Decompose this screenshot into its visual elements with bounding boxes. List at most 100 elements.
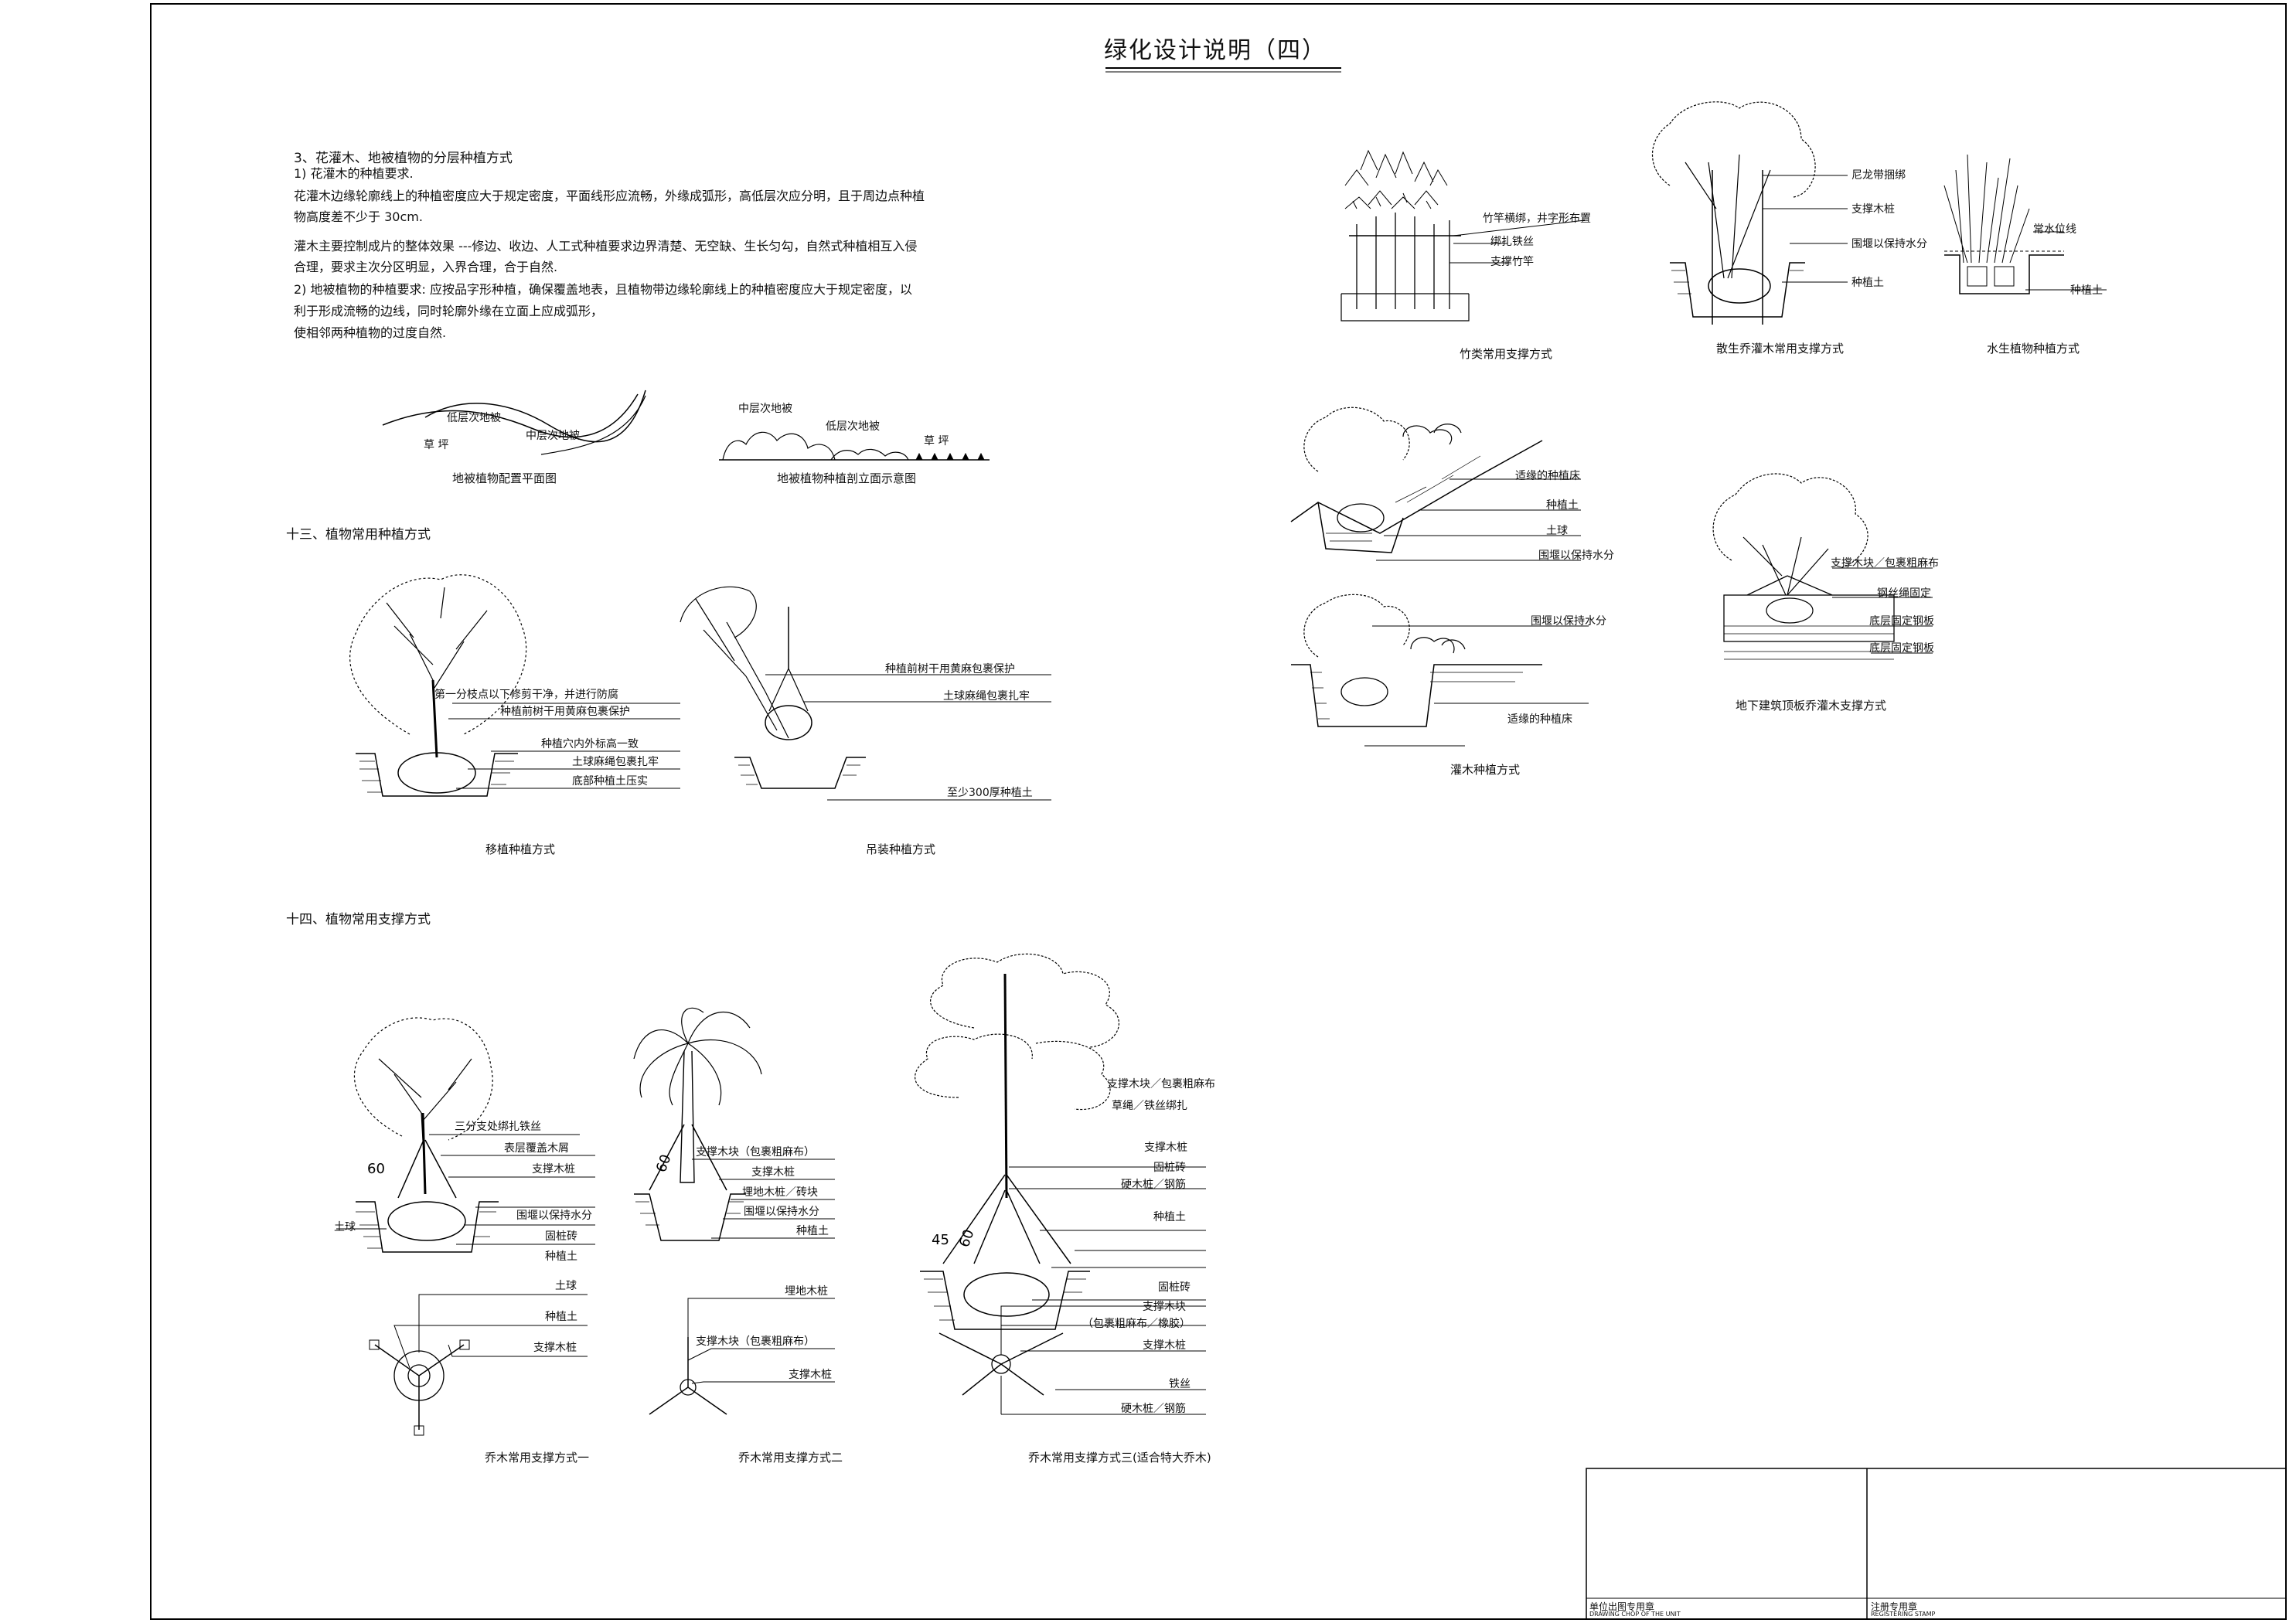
hoisting-label-1: 种植前树干用黄麻包裹保护 [885,663,1015,675]
m3-plan-label-6: 硬木桩／钢筋 [1121,1403,1186,1415]
transplant-label-3: 种植穴内外标高一致 [541,738,639,750]
shrub-label-top-1: 适缘的种植床 [1515,470,1580,482]
m1-label-4: 围堰以保持水分 [516,1210,592,1222]
hoisting-label-3: 至少300厚种植土 [947,787,1033,799]
m2-label-2: 支撑木桩 [751,1166,795,1179]
m2-plan-label-2: 支撑木块（包裹粗麻布） [696,1335,815,1348]
bamboo-label-2: 绑扎铁丝 [1490,236,1534,248]
m3-label-4: 固桩砖 [1153,1162,1186,1174]
m2-plan-label-1: 埋地木桩 [785,1285,828,1298]
m1-label-3: 支撑木桩 [532,1163,575,1176]
support-method3-figure: 45 60 [915,953,1206,1415]
bamboo-caption: 竹类常用支撑方式 [1460,347,1553,361]
m3-plan-label-1: 固桩砖 [1158,1281,1191,1294]
basement-label-3: 底层固定钢板 [1869,615,1934,628]
section13-heading: 十三、植物常用种植方式 [286,527,431,543]
cluster-label-4: 种植土 [1851,277,1884,289]
svg-text:60: 60 [367,1161,385,1177]
m2-label-5: 种植土 [796,1225,829,1237]
section3-line-5: 合理，要求主次分区明显，入界合理，合于自然. [294,260,558,274]
section3-line-3: 物高度差不少于 30cm. [294,209,423,224]
elevation-label-lawn: 草 坪 [924,435,949,447]
m1-plan-label-2: 种植土 [545,1311,577,1323]
m3-label-1: 支撑木块／包裹粗麻布 [1107,1078,1215,1091]
bamboo-label-3: 支撑竹竿 [1490,256,1534,268]
shrub-label-bot-2: 适缘的种植床 [1507,713,1572,726]
m2-label-4: 围堰以保持水分 [744,1206,819,1218]
bamboo-figure [1340,149,1586,322]
register-stamp-sub: REGISTERING STAMP [1871,1611,1936,1618]
shrub-caption: 灌木种植方式 [1450,763,1521,777]
m3-plan-label-2: 支撑木块 [1143,1301,1186,1313]
page-title: 绿化设计说明（四） [1104,37,1327,64]
groundcover-elevation-figure [719,431,990,461]
section3-line-8: 使相邻两种植物的过度自然. [294,325,447,340]
shrub-label-top-4: 围堰以保持水分 [1538,550,1614,562]
m2-caption: 乔木常用支撑方式二 [738,1451,843,1465]
hoisting-caption: 吊装种植方式 [866,842,936,856]
cluster-caption: 散生乔灌木常用支撑方式 [1716,342,1845,356]
m3-plan-label-4: 支撑木桩 [1143,1339,1186,1352]
m1-label-6: 种植土 [545,1250,577,1263]
basement-label-1: 支撑木块／包裹粗麻布 [1831,557,1939,570]
shrub-figure [1290,407,1589,747]
cluster-label-2: 支撑木桩 [1851,203,1895,216]
groundcover-plan-figure [382,390,646,455]
aquatic-caption: 水生植物种植方式 [1987,342,2080,356]
elevation-caption: 地被植物种植剖立面示意图 [777,471,917,485]
elevation-label-mid: 中层次地被 [738,403,792,415]
m3-plan-label-5: 铁丝 [1169,1378,1191,1390]
m1-label-5: 固桩砖 [545,1230,577,1243]
plan-caption: 地被植物配置平面图 [452,471,557,485]
transplant-label-5: 底部种植土压实 [572,775,648,788]
cluster-figure [1652,101,1848,325]
support-method1-figure: 60 [336,1017,595,1436]
svg-text:60: 60 [653,1152,675,1175]
m3-label-5: 硬木桩／钢筋 [1121,1179,1186,1191]
m1-side-label: 土球 [334,1221,356,1233]
m1-label-1: 三分支处绑扎铁丝 [455,1121,541,1133]
transplant-label-2: 种植前树干用黄麻包裹保护 [500,706,630,718]
m2-plan-label-3: 支撑木桩 [789,1369,832,1381]
support-method2-figure: 60 [633,1007,835,1415]
plan-label-lawn: 草 坪 [424,439,449,451]
svg-text:45: 45 [932,1232,949,1248]
basement-label-2: 钢丝绳固定 [1877,587,1931,600]
m1-plan-label-1: 土球 [555,1280,577,1292]
shrub-label-top-2: 种植土 [1546,499,1579,512]
svg-text:60: 60 [956,1227,978,1250]
plan-label-mid: 中层次地被 [526,430,580,442]
register-stamp-label: 注册专用章 [1871,1601,1918,1612]
bamboo-label-1: 竹竿横绑，井字形布置 [1483,213,1591,225]
shrub-label-bot-1: 围堰以保持水分 [1531,615,1606,628]
transplant-caption: 移植种植方式 [485,842,556,856]
plan-label-low: 低层次地被 [447,412,501,424]
hoisting-label-2: 土球麻绳包裹扎牢 [943,690,1030,703]
transplant-label-1: 第一分枝点以下修剪干净，并进行防腐 [434,689,618,701]
m1-plan-label-3: 支撑木桩 [533,1342,577,1354]
shrub-label-top-3: 土球 [1546,525,1568,537]
cluster-label-1: 尼龙带捆绑 [1851,169,1906,182]
section14-heading: 十四、植物常用支撑方式 [286,912,431,927]
m1-label-2: 表层覆盖木屑 [504,1142,569,1155]
transplant-figure [349,574,680,797]
transplant-label-4: 土球麻绳包裹扎牢 [572,756,659,768]
m3-label-3: 支撑木桩 [1144,1142,1187,1154]
basement-caption: 地下建筑顶板乔灌木支撑方式 [1736,699,1887,713]
unit-chop-label: 单位出图专用章 [1589,1601,1655,1612]
unit-chop-sub: DRAWING CHOP OF THE UNIT [1589,1611,1681,1618]
section3-heading: 3、花灌木、地被植物的分层种植方式 [294,151,513,166]
m2-label-1: 支撑木块（包裹粗麻布） [696,1146,815,1159]
aquatic-label-1: 常水位线 [2033,223,2076,236]
section3-line-2: 花灌木边缘轮廓线上的种植密度应大于规定密度，平面线形应流畅，外缘成弧形，高低层次… [294,189,925,203]
aquatic-label-2: 种植土 [2070,284,2103,297]
section3-line-7: 利于形成流畅的边线，同时轮廓外缘在立面上应成弧形， [294,304,604,318]
m3-label-6: 种植土 [1153,1211,1186,1223]
section3-line-4: 灌木主要控制成片的整体效果 ---修边、收边、人工式种植要求边界清楚、无空缺、生… [294,239,918,253]
m3-plan-label-3: （包裹粗麻布／橡胶） [1082,1318,1191,1330]
elevation-label-low: 低层次地被 [826,420,880,433]
cluster-label-3: 围堰以保持水分 [1851,238,1927,250]
section3-line-6: 2) 地被植物的种植要求: 应按品字形种植，确保覆盖地表，且植物带边缘轮廓线上的… [294,282,912,297]
